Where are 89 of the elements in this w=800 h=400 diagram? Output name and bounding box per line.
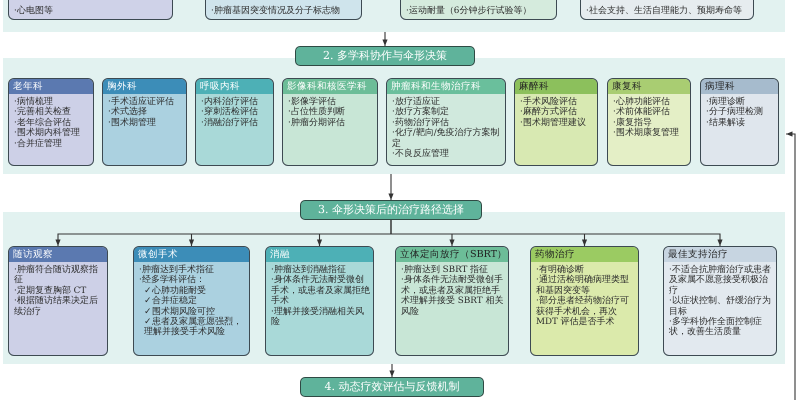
- department-box: [607, 78, 691, 166]
- bullet-text: ·化疗/靶向/免疫治疗方案制定: [392, 128, 501, 149]
- bullet-text: ·围术期管理: [108, 118, 157, 128]
- bullet-text: ·围术期管理建议: [520, 118, 587, 128]
- department-box: [700, 78, 779, 166]
- bullet-text: ·通过活检明确病理类型和基因突变等: [536, 275, 630, 296]
- treatment-box: [395, 246, 509, 356]
- bullet-text: ·经多学科评估：: [139, 275, 206, 286]
- bullet-text: ·影像学评估: [288, 97, 336, 107]
- bullet-text: ✓患者及家属意愿强烈，理解并接受手术风险: [144, 317, 243, 338]
- bullet-text: ·根据随访结果决定后续治疗: [14, 296, 99, 318]
- arrow: [388, 174, 394, 200]
- section-heading: 4. 动态疗效评估与反馈机制: [300, 377, 484, 397]
- arrow: [786, 131, 796, 400]
- bullet-text: ✓心肺功能耐受: [144, 286, 207, 296]
- bullet-text: ·围术期康复管理: [613, 128, 680, 139]
- bullet-text: ·病理诊断: [706, 97, 745, 107]
- bullet-text: ·肿瘤达到消融指征: [271, 265, 346, 275]
- box-header: 老年科: [9, 79, 93, 94]
- department-box: [8, 78, 94, 166]
- bullet-text: ·康复指导: [613, 118, 652, 128]
- bullet-text: ·身体条件无法耐受微创手术，或患者及家属拒绝手术: [271, 275, 370, 306]
- bullet-text: ·病情梳理: [14, 97, 53, 107]
- bullet-text: ·放疗方案制定: [392, 107, 450, 118]
- department-box: [386, 78, 506, 166]
- bullet-text: ·围术期内科管理: [14, 128, 81, 138]
- section-heading: 3. 伞形决策后的治疗路径选择: [300, 200, 482, 220]
- box-header: 麻醉科: [515, 79, 597, 94]
- bullet-text: ✓围术期风险可控: [144, 306, 215, 317]
- treatment-box: [530, 246, 639, 356]
- bullet-text: ·完善相关检查: [14, 107, 72, 118]
- bullet-text: ·术式选择: [108, 107, 148, 118]
- section-heading: 2. 多学科协作与伞形决策: [295, 46, 475, 66]
- treatment-box: [133, 246, 250, 356]
- bullet-text: ·分子病理检测: [706, 107, 764, 118]
- arrow: [382, 32, 388, 46]
- bullet-text: ·肿瘤分期评估: [288, 118, 346, 128]
- bullet-text: ·心电图等: [14, 6, 54, 16]
- bullet-text: ·术前体能评估: [613, 107, 671, 118]
- department-box: [195, 78, 274, 166]
- bullet-text: ·社会支持、生活自理能力、预期寿命等: [586, 6, 743, 16]
- box-header: 随访观察: [9, 247, 107, 262]
- department-box: [514, 78, 598, 166]
- treatment-box: [265, 246, 374, 356]
- bullet-text: ·身体条件无法耐受微创手术，或患者及家属拒绝手术理解并接受 SBRT 相关风险: [401, 275, 504, 318]
- arrow: [389, 364, 395, 377]
- bullet-text: ·定期复查胸部 CT: [14, 286, 86, 296]
- box-header: 消融: [266, 247, 373, 262]
- box-header: 药物治疗: [531, 247, 638, 262]
- bullet-text: ·肿瘤符合随访观察指征: [14, 265, 99, 286]
- bullet-text: ·合并症管理: [14, 138, 63, 150]
- bullet-text: ·运动耐量（6分钟步行试验等）: [406, 6, 532, 16]
- box-header: 肿瘤科和生物治疗科: [387, 79, 505, 94]
- department-box: [102, 78, 187, 166]
- box-header: 呼吸内科: [196, 79, 273, 94]
- bullet-text: ·手术适应证评估: [108, 97, 175, 107]
- bullet-text: ·有明确诊断: [536, 265, 584, 275]
- arrow: [390, 220, 723, 246]
- bullet-text: ✓合并症稳定: [144, 296, 198, 306]
- bullet-text: ·不良反应管理: [392, 149, 450, 160]
- bullet-text: ·麻醉方式评估: [520, 107, 578, 118]
- treatment-box: [663, 246, 777, 356]
- bullet-text: ·肿瘤达到手术指征: [139, 265, 215, 275]
- box-header: 胸外科: [103, 79, 186, 94]
- box-header: 康复科: [608, 79, 690, 94]
- bullet-text: ·放疗适应证: [392, 97, 440, 107]
- bullet-text: ·药物治疗评估: [392, 118, 449, 128]
- box-header: 微创手术: [134, 247, 249, 262]
- box-header: 病理科: [701, 79, 778, 94]
- bullet-text: ·老年综合评估: [14, 118, 71, 128]
- bullet-text: ·肿瘤基因突变情况及分子标志物: [211, 6, 341, 16]
- bullet-text: ·手术风险评估: [520, 97, 578, 107]
- bullet-text: ·消融治疗评估: [201, 118, 259, 128]
- box-header: 立体定向放疗（SBRT）: [396, 247, 508, 262]
- bullet-text: ·理解并接受消融相关风险: [271, 306, 365, 328]
- bullet-text: ·部分患者经药物治疗可获得手术机会，再次 MDT 评估是否手术: [536, 296, 630, 328]
- bullet-text: ·多学科协作全面控制症状，改善生活质量: [669, 317, 763, 338]
- bullet-text: ·不适合抗肿瘤治疗或患者及家属不愿意接受积极治疗: [669, 265, 772, 296]
- bullet-text: ·穿刺活检评估: [201, 107, 259, 118]
- bullet-text: ·结果解读: [706, 118, 746, 128]
- box-header: 最佳支持治疗: [664, 247, 776, 262]
- bullet-text: ·内科治疗评估: [201, 97, 259, 107]
- treatment-box: [8, 246, 108, 356]
- bullet-text: ·肿瘤达到 SBRT 指征: [401, 265, 488, 275]
- box-header: 影像科和核医学科: [283, 79, 377, 94]
- bullet-text: ·心肺功能评估: [613, 97, 671, 107]
- bullet-text: ·以症状控制、舒缓治疗为目标: [669, 296, 772, 317]
- bullet-text: ·占位性质判断: [288, 107, 346, 118]
- department-box: [282, 78, 378, 166]
